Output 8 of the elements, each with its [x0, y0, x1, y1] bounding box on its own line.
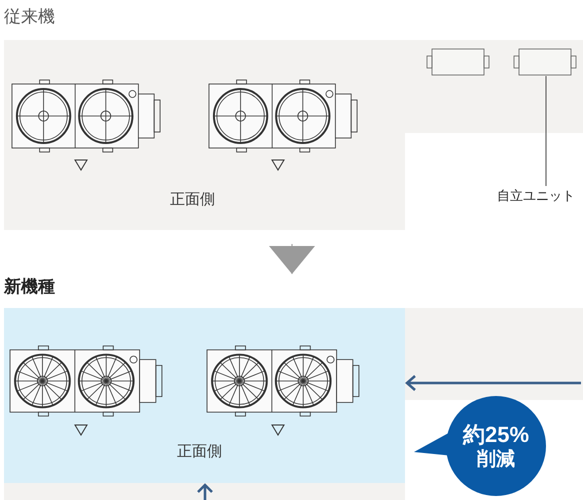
arrow — [269, 244, 315, 274]
front-side-label: 正面側 — [177, 444, 222, 459]
reduction-value: 約25% — [462, 424, 530, 446]
section-heading: 新機種 — [4, 278, 55, 295]
section-heading: 従来機 — [4, 8, 55, 25]
callout-label: 自立ユニット — [497, 189, 575, 202]
front-side-label: 正面側 — [170, 192, 215, 207]
reduction-text: 削減 — [477, 450, 515, 468]
